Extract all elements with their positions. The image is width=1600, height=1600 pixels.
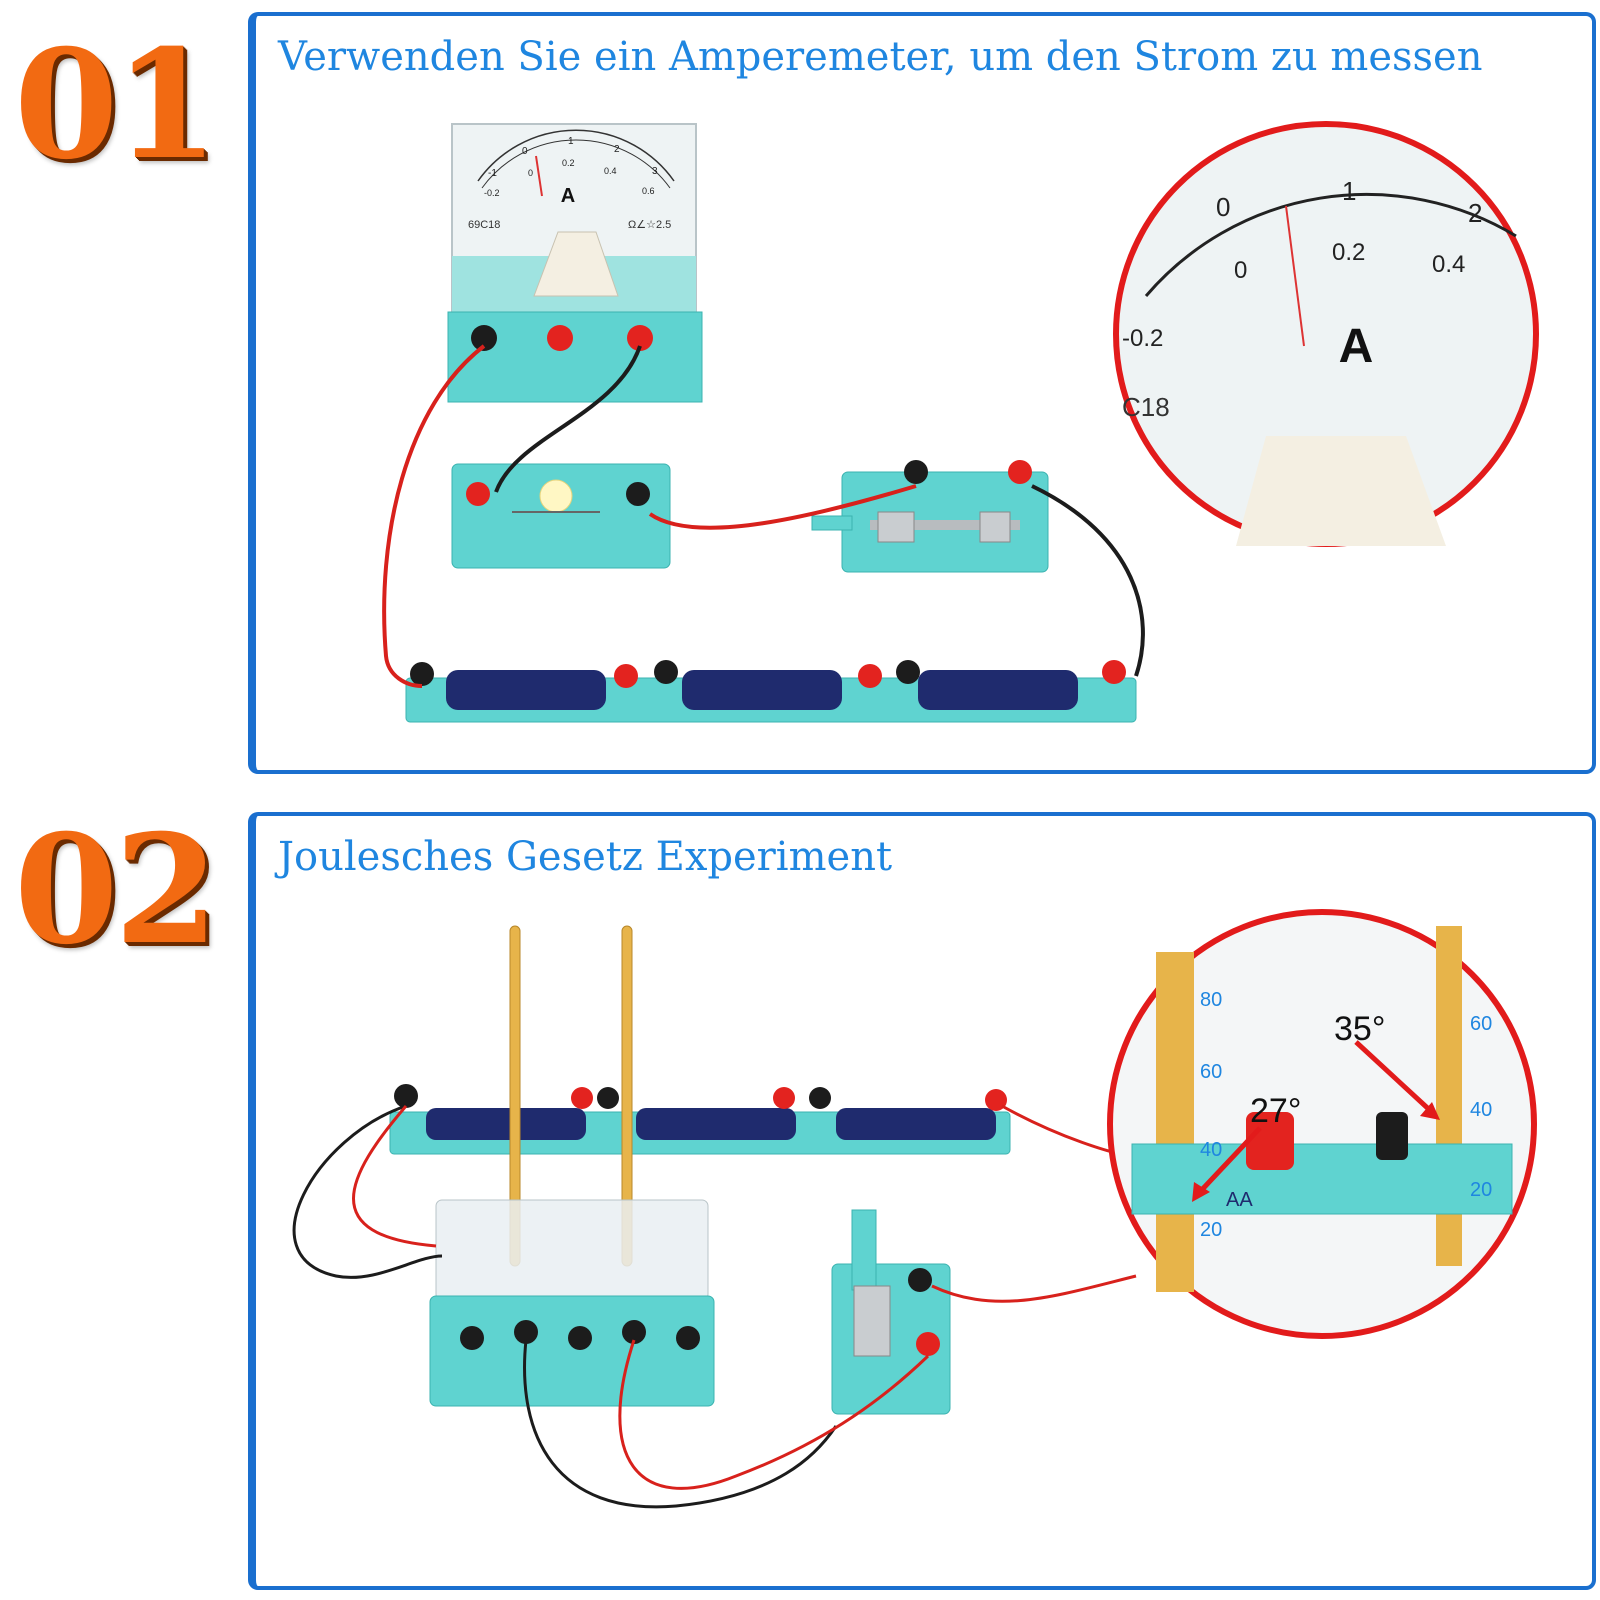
left-scale-20: 20 bbox=[1200, 1219, 1222, 1241]
zoom-top-tick-1: 1 bbox=[1342, 176, 1356, 206]
zoom-top-tick-2: 2 bbox=[1468, 198, 1482, 228]
zoom-top-tick-0: 0 bbox=[1216, 192, 1230, 222]
panel-title-joule: Joulesches Gesetz Experiment bbox=[278, 834, 893, 880]
zoom-unit: A bbox=[1339, 320, 1374, 373]
left-scale-40: 40 bbox=[1200, 1139, 1222, 1161]
ammeter-bottom-tick-2: 0.2 bbox=[562, 158, 575, 168]
resistor-box bbox=[429, 1199, 715, 1407]
zoom-bottom-tick-3: 0.4 bbox=[1432, 251, 1465, 278]
panel-ammeter-experiment: A 69C18 Ω∠☆2.5 -1 0 1 2 3 -0.2 0 0.2 0.4… bbox=[248, 12, 1596, 774]
step-number-02: 02 bbox=[14, 802, 219, 978]
ammeter-top-tick-0: -1 bbox=[488, 168, 497, 179]
lamp-board bbox=[451, 463, 671, 569]
right-scale-60: 60 bbox=[1470, 1013, 1492, 1035]
ammeter-circuit-illustration: A 69C18 Ω∠☆2.5 -1 0 1 2 3 -0.2 0 0.2 0.4… bbox=[382, 121, 1539, 723]
ammeter-bottom-tick-4: 0.6 bbox=[642, 186, 655, 196]
right-temperature-reading: 35° bbox=[1334, 1010, 1385, 1048]
left-scale-80: 80 bbox=[1200, 989, 1222, 1011]
circuit-wires bbox=[382, 344, 1145, 688]
ammeter-zoom-circle: A C18 0 1 2 -0.2 0 0.2 0.4 bbox=[1113, 121, 1539, 547]
battery-holders bbox=[405, 660, 1137, 723]
switch-board bbox=[811, 460, 1049, 573]
zoom-battery-marking: AA bbox=[1226, 1189, 1253, 1211]
ammeter-bottom-tick-3: 0.4 bbox=[604, 166, 617, 176]
ammeter: A 69C18 Ω∠☆2.5 -1 0 1 2 3 -0.2 0 0.2 0.4… bbox=[447, 123, 703, 403]
zoom-bottom-tick-1: 0 bbox=[1234, 257, 1247, 284]
ammeter-bottom-tick-0: -0.2 bbox=[484, 188, 500, 198]
zoom-bottom-tick-0: -0.2 bbox=[1122, 325, 1163, 352]
right-scale-20: 20 bbox=[1470, 1179, 1492, 1201]
ammeter-bottom-tick-1: 0 bbox=[528, 168, 533, 178]
ammeter-class-mark: Ω∠☆2.5 bbox=[628, 219, 671, 231]
zoom-bottom-tick-2: 0.2 bbox=[1332, 239, 1365, 266]
left-temperature-reading: 27° bbox=[1250, 1092, 1301, 1130]
ammeter-top-tick-2: 1 bbox=[568, 136, 574, 147]
joule-switch bbox=[831, 1209, 951, 1415]
ammeter-top-tick-3: 2 bbox=[614, 144, 620, 155]
ammeter-top-tick-1: 0 bbox=[522, 146, 528, 157]
right-scale-40: 40 bbox=[1470, 1099, 1492, 1121]
ammeter-model: 69C18 bbox=[468, 219, 500, 231]
step-number-01: 01 bbox=[14, 17, 219, 193]
zoom-model-fragment: C18 bbox=[1122, 392, 1170, 422]
panel-title-ammeter: Verwenden Sie ein Amperemeter, um den St… bbox=[278, 34, 1483, 80]
battery-rail bbox=[389, 1084, 1011, 1155]
ammeter-top-tick-4: 3 bbox=[652, 166, 658, 177]
joule-experiment-illustration: 27° 35° AA 80 60 40 20 60 40 20 bbox=[292, 909, 1537, 1509]
thermometer-zoom-circle: 27° 35° AA 80 60 40 20 60 40 20 bbox=[1107, 909, 1537, 1339]
left-scale-60: 60 bbox=[1200, 1061, 1222, 1083]
panel-joule-experiment: 27° 35° AA 80 60 40 20 60 40 20 Joulesch… bbox=[248, 812, 1596, 1590]
ammeter-unit: A bbox=[561, 185, 575, 207]
joule-wires bbox=[292, 1104, 1137, 1509]
